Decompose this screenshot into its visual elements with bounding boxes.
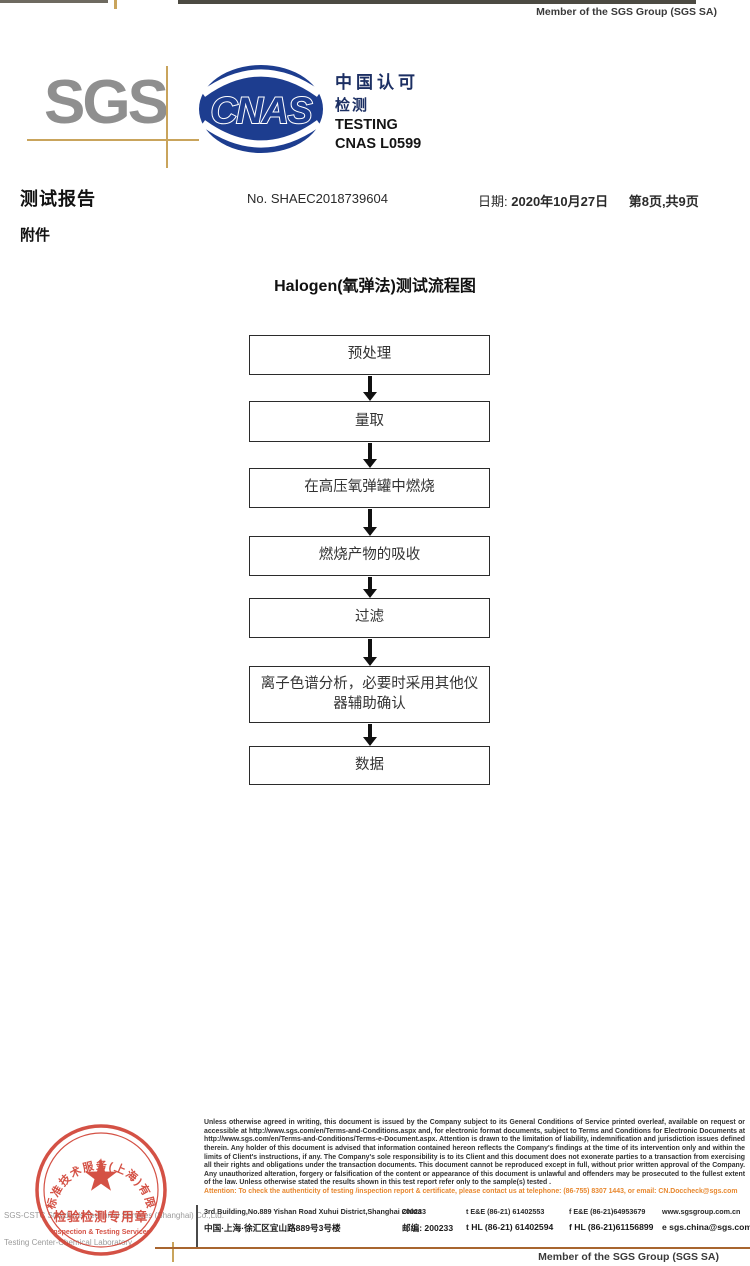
- date-label: 日期:: [478, 194, 508, 209]
- seal-star-icon: [84, 1158, 118, 1191]
- cnas-label-cn-accredited: 中国认可: [335, 73, 419, 92]
- scan-artifact-bar: [0, 0, 108, 3]
- seal-purpose-text-en: Inspection & Testing Services: [51, 1229, 150, 1236]
- date-value: 2020年10月27日: [511, 194, 609, 209]
- scan-artifact-bar: [178, 0, 696, 4]
- testing-center-line: Testing Center-Chemical Laboratory: [4, 1238, 133, 1247]
- legal-disclaimer-text: Unless otherwise agreed in writing, this…: [204, 1119, 745, 1187]
- flow-step-filter: 过滤: [249, 598, 490, 638]
- footer-separator-line: [196, 1205, 198, 1247]
- seal-purpose-text-cn: 检验检测专用章: [54, 1209, 149, 1224]
- flowchart-title: Halogen(氧弹法)测试流程图: [274, 278, 476, 295]
- cnas-lab-number: CNAS L0599: [335, 136, 422, 153]
- sgs-logo: SGS: [44, 68, 169, 137]
- telephone-cn: t HL (86-21) 61402594: [466, 1222, 554, 1232]
- date-page-line: 日期: 2020年10月27日 第8页,共9页: [478, 191, 699, 210]
- email-address: e sgs.china@sgs.com: [662, 1222, 750, 1232]
- down-arrow-icon: [363, 724, 377, 746]
- fax-cn: f HL (86-21)61156899: [569, 1222, 654, 1232]
- address-row-en: 3rd Building,No.889 Yishan Road Xuhui Di…: [204, 1207, 745, 1222]
- cnas-logo-text: CNAS: [211, 90, 313, 131]
- cnas-logo-icon: CNAS: [199, 65, 323, 153]
- registration-mark: [172, 1242, 174, 1262]
- down-arrow-icon: [363, 443, 377, 468]
- website-url: www.sgsgroup.com.cn: [662, 1207, 741, 1216]
- down-arrow-icon: [363, 639, 377, 666]
- crosshair-vertical-line: [166, 66, 168, 168]
- telephone-en: t E&E (86-21) 61402553: [466, 1207, 545, 1216]
- member-of-group-bottom: Member of the SGS Group (SGS SA): [538, 1251, 719, 1263]
- page-indicator: 第8页,共9页: [628, 194, 699, 209]
- cnas-accreditation-block: 中国认可 检测 TESTING CNAS L0599: [335, 73, 421, 153]
- fax-en: f E&E (86-21)64953679: [569, 1207, 646, 1216]
- member-of-group-top: Member of the SGS Group (SGS SA): [536, 6, 717, 18]
- down-arrow-icon: [363, 577, 377, 598]
- crosshair-horizontal-line: [27, 139, 199, 141]
- report-title: 测试报告: [20, 189, 96, 209]
- address-block: 3rd Building,No.889 Yishan Road Xuhui Di…: [204, 1207, 750, 1237]
- address-row-cn: 中国·上海·徐汇区宜山路889号3号楼 邮编: 200233 t HL (86-…: [204, 1222, 750, 1237]
- flow-step-measure: 量取: [249, 401, 490, 442]
- postcode-en: 200233: [402, 1207, 426, 1216]
- cnas-label-cn-testing: 检测: [335, 96, 370, 114]
- flow-step-data: 数据: [249, 746, 490, 785]
- cnas-label-testing: TESTING: [335, 116, 398, 133]
- footer-rule-line: [155, 1247, 750, 1249]
- flow-step-analysis: 离子色谱分析，必要时采用其他仪器辅助确认: [249, 666, 490, 723]
- address-cn: 中国·上海·徐汇区宜山路889号3号楼: [204, 1223, 341, 1233]
- inspection-seal-stamp: 通标标准技术服务(上海)有限公司 检验检测专用章 Inspection & Te…: [16, 1118, 167, 1256]
- flow-step-combustion: 在高压氧弹罐中燃烧: [249, 468, 490, 508]
- report-number: No. SHAEC2018739604: [247, 191, 388, 206]
- registration-mark: [114, 0, 117, 9]
- flow-step-pretreatment: 预处理: [249, 335, 490, 375]
- attachment-label: 附件: [20, 227, 51, 244]
- address-en: 3rd Building,No.889 Yishan Road Xuhui Di…: [204, 1207, 422, 1216]
- company-name-line: SGS-CSTC Standards Technical Services (S…: [4, 1211, 224, 1220]
- postcode-cn: 邮编: 200233: [402, 1223, 454, 1233]
- down-arrow-icon: [363, 509, 377, 536]
- down-arrow-icon: [363, 376, 377, 401]
- authenticity-attention-text: Attention: To check the authenticity of …: [204, 1188, 738, 1195]
- flow-step-absorption: 燃烧产物的吸收: [249, 536, 490, 576]
